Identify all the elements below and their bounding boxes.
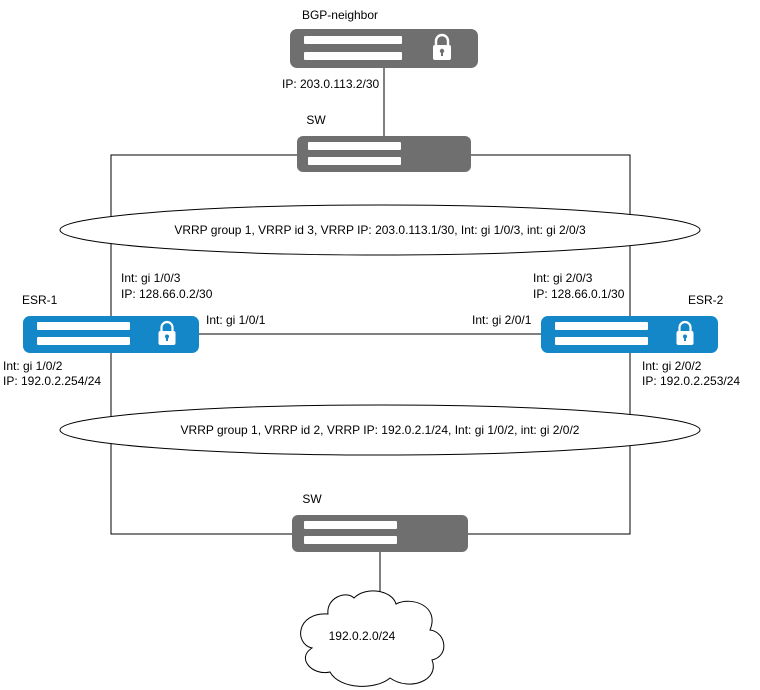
link-sw-top-esr2 xyxy=(471,154,631,318)
bgp-neighbor-ip: IP: 203.0.113.2/30 xyxy=(282,77,380,91)
device-slot xyxy=(37,322,130,330)
device-slot xyxy=(37,337,130,345)
device-slot xyxy=(308,142,401,150)
esr2-down-ip: IP: 192.0.2.253/24 xyxy=(642,374,740,388)
link-sw-top-esr1 xyxy=(110,154,297,318)
esr1-title: ESR-1 xyxy=(22,293,58,307)
sw-bottom-body xyxy=(292,515,468,552)
lock-icon xyxy=(433,33,451,60)
cloud-label: 192.0.2.0/24 xyxy=(329,629,396,643)
sw-top-title: SW xyxy=(306,113,326,127)
device-slot xyxy=(304,52,402,60)
device-slot xyxy=(304,36,402,44)
esr1-up-int: Int: gi 1/0/3 xyxy=(121,271,181,285)
device-slot xyxy=(555,337,648,345)
esr1-up-ip: IP: 128.66.0.2/30 xyxy=(121,287,213,301)
device-slot xyxy=(308,157,401,165)
vrrp-label-bottom: VRRP group 1, VRRP id 2, VRRP IP: 192.0.… xyxy=(181,423,580,437)
bgp-neighbor-title: BGP-neighbor xyxy=(302,8,378,22)
esr1-link-int: Int: gi 1/0/1 xyxy=(206,313,266,327)
sw-top-device[interactable] xyxy=(297,136,471,172)
esr1-down-ip: IP: 192.0.2.254/24 xyxy=(3,374,101,388)
device-slot xyxy=(555,322,648,330)
vrrp-ellipse-top xyxy=(59,204,701,256)
cloud-icon[interactable]: 192.0.2.0/24 xyxy=(300,590,445,687)
esr2-down-int: Int: gi 2/0/2 xyxy=(642,359,702,373)
link-esr2-sw-bottom xyxy=(467,352,631,535)
lock-icon xyxy=(158,320,176,345)
esr1-device[interactable] xyxy=(23,316,199,353)
device-slot xyxy=(304,521,397,529)
device-slot xyxy=(304,536,397,544)
esr2-up-ip: IP: 128.66.0.1/30 xyxy=(533,287,625,301)
link-esr1-sw-bottom xyxy=(110,352,292,535)
esr2-link-int: Int: gi 2/0/1 xyxy=(472,313,532,327)
sw-bottom-title: SW xyxy=(302,492,322,506)
connection-lines xyxy=(110,68,631,606)
esr1-down-int: Int: gi 1/0/2 xyxy=(3,359,63,373)
vrrp-group-bottom: VRRP group 1, VRRP id 2, VRRP IP: 192.0.… xyxy=(59,404,701,456)
sw-bottom-device[interactable] xyxy=(292,515,468,552)
bgp-neighbor-device[interactable] xyxy=(290,29,478,68)
esr2-title: ESR-2 xyxy=(688,293,724,307)
lock-icon xyxy=(676,320,694,345)
cloud-shape xyxy=(300,590,445,687)
vrrp-group-top: VRRP group 1, VRRP id 3, VRRP IP: 203.0.… xyxy=(59,204,701,256)
esr2-up-int: Int: gi 2/0/3 xyxy=(533,271,593,285)
vrrp-ellipse-bottom xyxy=(59,404,701,456)
sw-top-body xyxy=(297,136,471,172)
esr2-device[interactable] xyxy=(541,316,718,353)
vrrp-label-top: VRRP group 1, VRRP id 3, VRRP IP: 203.0.… xyxy=(174,223,586,237)
